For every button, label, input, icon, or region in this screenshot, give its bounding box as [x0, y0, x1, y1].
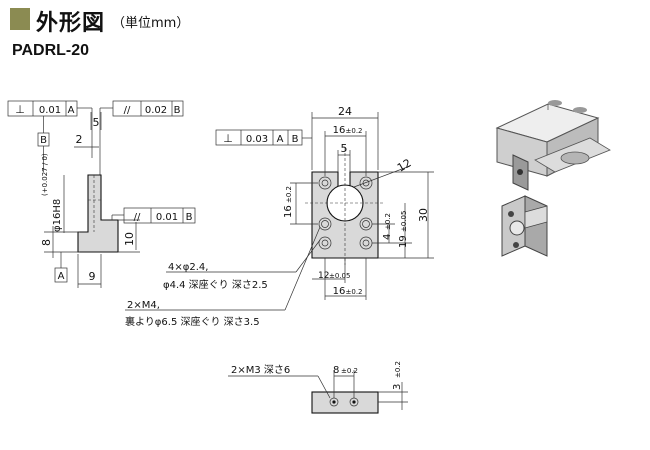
tol-value: 0.01: [39, 105, 61, 116]
dim-19-tol: ±0.05: [400, 211, 408, 232]
tol-datum: B: [186, 212, 193, 223]
dim-8-tol: ±0.2: [341, 367, 358, 375]
tol-value: 0.02: [145, 105, 167, 116]
bottom-plate: [311, 391, 379, 414]
header-marker: [10, 8, 30, 30]
tol-value: 0.03: [246, 134, 268, 145]
dim-16-top-tol: ±0.2: [346, 127, 363, 135]
dim-3-tol: ±0.2: [394, 361, 402, 378]
tol-datum: B: [174, 105, 181, 116]
perp-symbol: ⊥: [15, 103, 25, 116]
tol-frame-par-top: // 0.02 B: [99, 100, 184, 175]
unit-label: （単位mm）: [112, 16, 190, 31]
tol-frame-perp-side: ⊥ 0.01 A: [7, 100, 93, 158]
dim-16-bottom-tol: ±0.2: [346, 288, 363, 296]
parallel-symbol: //: [134, 212, 141, 223]
page-title: 外形図: [36, 11, 106, 36]
tol-value: 0.01: [156, 212, 178, 223]
dim-4: 4: [382, 234, 393, 240]
datum-a-box: [54, 267, 68, 283]
model-number: PADRL-20: [12, 42, 90, 59]
dim-2: 2: [76, 133, 83, 146]
dim-30: 30: [417, 208, 430, 222]
note-tap-line2: 裏よりφ6.5 深座ぐり 深さ3.5: [125, 315, 260, 328]
dim-hole: φ16H8: [52, 199, 63, 232]
tol-frame-par-mid: // 0.01 B: [111, 207, 196, 224]
tol-frame-perp-front: ⊥ 0.03 A B: [215, 129, 312, 146]
dim-16-left: 16: [283, 205, 294, 218]
front-view: ⊥ 0.03 A B: [125, 105, 434, 328]
tol-datum-b: B: [292, 134, 299, 145]
dim-3: 3: [392, 384, 403, 390]
iso-assembly-picture: [495, 100, 611, 191]
dim-16-bottom: 16: [333, 286, 346, 297]
note-bottom-tap: 2×M3 深さ6: [231, 364, 290, 376]
iso-bracket-picture: [501, 195, 548, 257]
dim-5: 5: [341, 142, 348, 155]
dim-16-top: 16: [333, 125, 346, 136]
datum-b: B: [40, 135, 47, 146]
dim-16-left-tol: ±0.2: [285, 186, 293, 203]
dim-8: 8: [40, 239, 53, 246]
tol-datum-a: A: [277, 134, 284, 145]
note-holes-line1: 4×φ2.4,: [168, 262, 208, 273]
counterbore-holes: [318, 176, 373, 250]
note-tap-line1: 2×M4,: [127, 300, 160, 311]
dim-4-tol: ±0.2: [384, 213, 392, 230]
note-holes-line2: φ4.4 深座ぐり 深さ2.5: [163, 278, 268, 291]
parallel-symbol: //: [124, 105, 131, 116]
dim-hole-tol: (+0.027 / 0): [41, 153, 49, 196]
datum-a: A: [58, 271, 65, 282]
dim-8: 8: [333, 365, 339, 376]
dim-19: 19: [398, 235, 409, 248]
perp-symbol: ⊥: [223, 132, 233, 145]
dim-10: 10: [123, 232, 136, 246]
dim-12-bottom-tol: ±0.05: [329, 272, 350, 280]
dim-5: 5: [93, 116, 100, 129]
dim-9: 9: [89, 270, 96, 283]
bottom-view: 8 ±0.2 2×M3 深さ6 3 ±0.2: [228, 361, 408, 414]
dim-12: 12: [395, 156, 414, 174]
tol-datum: A: [68, 105, 75, 116]
dim-12-bottom: 12: [318, 271, 329, 281]
side-profile: [77, 174, 119, 253]
side-view: ⊥ 0.01 A // 0.02 B B: [7, 100, 196, 288]
dim-24: 24: [338, 105, 352, 118]
